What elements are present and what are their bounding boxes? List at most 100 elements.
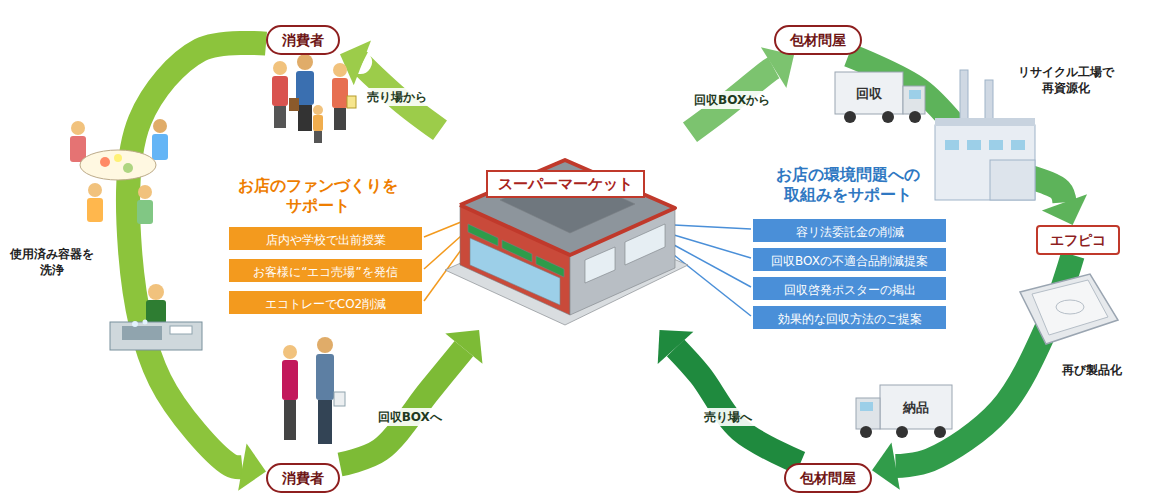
collection-truck — [844, 111, 856, 123]
section-heading: お店の環境問題への 取組みをサポート — [776, 165, 920, 205]
washing-person — [122, 326, 162, 340]
delivery-truck — [860, 426, 872, 438]
dining-family — [80, 150, 156, 180]
store-building-part — [468, 224, 498, 246]
flow-label-box: 売り場から — [362, 88, 432, 106]
consumer-couple — [282, 337, 345, 444]
support-item-box: 回収啓発ポスターの掲出 — [752, 276, 947, 301]
shopping-family — [272, 54, 356, 143]
truck-label-box: 納品 — [903, 399, 929, 416]
store-building — [440, 120, 690, 330]
recycling-factory — [989, 140, 1003, 150]
arrow-head — [1042, 194, 1087, 225]
flow-band — [128, 43, 266, 467]
store-building-part — [502, 240, 532, 262]
dining-family — [152, 134, 168, 160]
recycling-factory — [935, 70, 1035, 200]
arrow-head — [872, 442, 900, 489]
node-text: お客様に“エコ売場”を発信 — [253, 264, 397, 280]
step-note-box: 再び製品化 — [1062, 362, 1122, 378]
consumer-couple — [282, 360, 298, 400]
support-item-box: 効果的な回収方法のご提案 — [752, 305, 947, 330]
food-tray — [1020, 274, 1118, 344]
flow-band — [676, 348, 801, 463]
delivery-truck — [880, 385, 952, 429]
node-text: スーパーマーケット — [486, 170, 645, 198]
collection-truck — [909, 111, 921, 123]
washing-person — [146, 300, 166, 324]
node-text: 消費者 — [282, 468, 324, 488]
collection-truck — [882, 111, 894, 123]
store-node: スーパーマーケット — [440, 120, 690, 330]
flow-band — [360, 62, 440, 130]
actor-box: 消費者 — [266, 25, 340, 55]
node-text: 回収啓発ポスターの掲出 — [784, 282, 916, 298]
node-text: 包材問屋 — [800, 468, 856, 488]
flow-band — [340, 349, 464, 465]
flow-label: 回収BOXから — [689, 91, 775, 109]
shopping-family — [274, 106, 286, 128]
flow-arrow — [340, 330, 482, 465]
node-text: エコトレーでCO2削減 — [265, 296, 386, 312]
leader-line — [674, 225, 751, 229]
consumer-couple — [317, 337, 333, 353]
arrow-head — [658, 330, 694, 364]
recycling-factory — [935, 118, 1035, 126]
support-item-box: 容リ法委託金の削減 — [752, 218, 947, 243]
dining-family — [137, 200, 153, 224]
consumer-couple — [283, 345, 297, 359]
arrow-head — [238, 444, 266, 491]
washing-person — [148, 284, 164, 300]
recycling-factory — [945, 140, 959, 150]
shopping-family — [273, 61, 287, 75]
shopping-family — [332, 78, 348, 108]
leader-line — [424, 236, 461, 269]
recycling-factory — [1011, 140, 1025, 150]
collection-truck — [835, 72, 925, 123]
flow-label-box: 売り場へ — [699, 408, 757, 426]
recycling-factory — [990, 160, 1035, 200]
leader-line — [424, 250, 461, 301]
consumer-couple — [334, 392, 345, 406]
flow-arrow — [658, 330, 801, 463]
node-text: 包材問屋 — [790, 30, 846, 50]
collection-truck — [835, 72, 903, 114]
dining-family — [88, 183, 102, 197]
washing-person — [132, 321, 138, 327]
consumer-couple — [318, 400, 332, 444]
node-text: エフピコ — [1050, 230, 1106, 250]
node-text: 効果的な回収方法のご提案 — [778, 311, 922, 327]
section-heading: お店のファンづくりを サポート — [238, 176, 398, 216]
truck-label-box: 回収 — [856, 85, 882, 102]
leader-line — [674, 235, 751, 258]
node-text: 容リ法委託金の削減 — [796, 224, 904, 240]
store-building-part — [585, 247, 615, 283]
step-note: 再び製品化 — [1062, 362, 1122, 378]
truck-label: 納品 — [903, 399, 929, 416]
step-note: 使用済み容器を 洗浄 — [10, 246, 94, 278]
shopping-family — [347, 96, 356, 108]
recycling-factory — [935, 125, 1035, 200]
store-building-part — [536, 256, 564, 277]
dining-family — [71, 121, 85, 135]
node-text: 回収BOXの不適合品削減提案 — [771, 253, 928, 269]
delivery-truck — [860, 402, 873, 411]
shopping-family — [298, 105, 312, 131]
support-item-box: 店内や学校で出前授業 — [228, 226, 423, 251]
shopping-family — [313, 105, 323, 115]
delivery-truck — [934, 426, 946, 438]
recycling-factory — [967, 140, 981, 150]
shopping-family — [272, 76, 288, 106]
flow-label: 回収BOXへ — [373, 408, 447, 426]
delivery-truck — [896, 426, 908, 438]
washing-person — [110, 322, 202, 350]
dining-family — [123, 163, 133, 173]
collection-truck — [903, 86, 925, 114]
washing-person — [143, 320, 148, 325]
washing-person — [170, 326, 192, 334]
flow-label: 売り場から — [362, 88, 432, 106]
step-note: リサイクル工場で 再資源化 — [1018, 64, 1114, 96]
step-note-box: 使用済み容器を 洗浄 — [10, 246, 94, 278]
